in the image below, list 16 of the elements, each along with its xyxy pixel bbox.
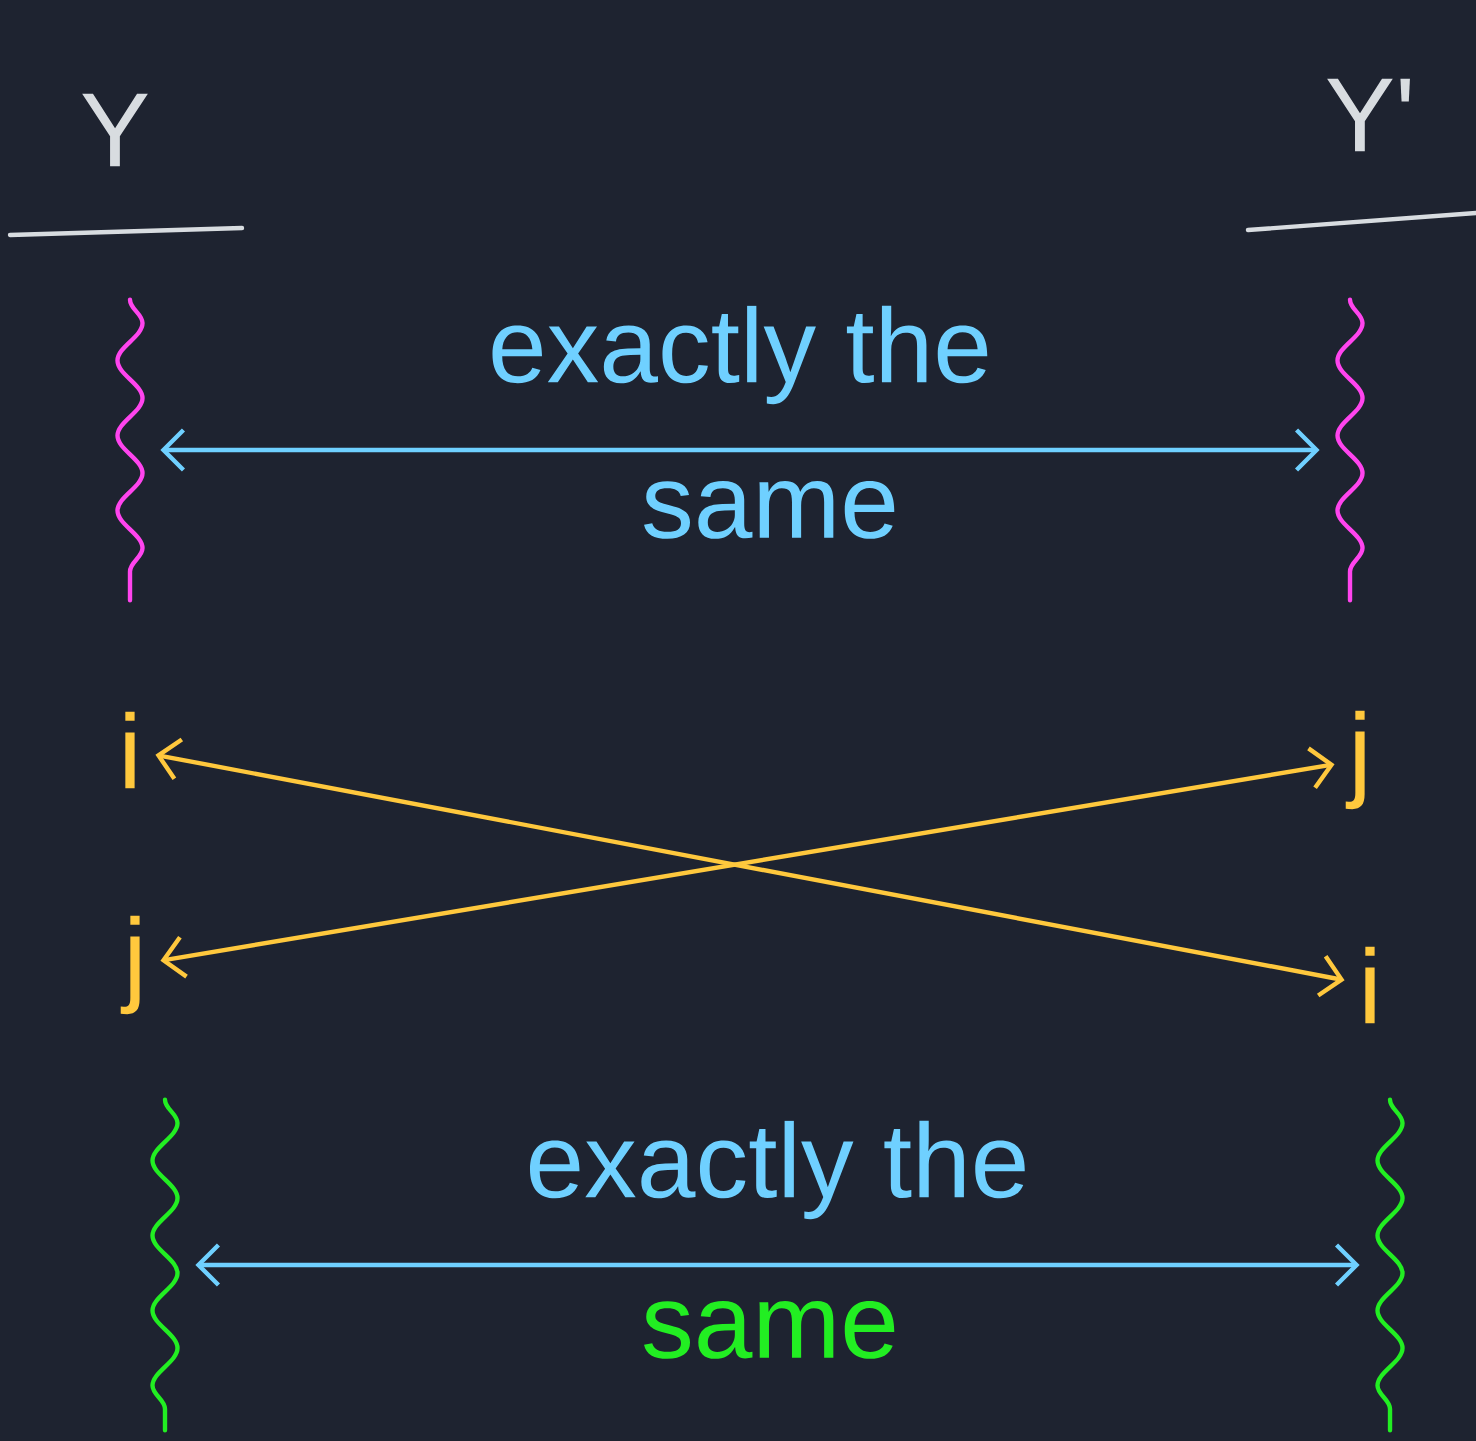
letter: i xyxy=(125,711,135,789)
double-arrow xyxy=(160,428,1320,472)
squiggle xyxy=(1335,297,1365,603)
squiggle xyxy=(1375,1097,1405,1433)
edge-label: exactly the xyxy=(530,1120,1025,1220)
double-arrow xyxy=(195,1243,1360,1287)
edge-label: exactly the xyxy=(492,305,988,405)
label: same xyxy=(644,481,895,539)
letter: j xyxy=(120,915,140,1015)
label: Y xyxy=(82,93,148,167)
label: same xyxy=(644,1301,895,1359)
squiggle xyxy=(115,297,145,603)
letter: i xyxy=(1365,946,1375,1024)
label: Y' xyxy=(1327,78,1410,152)
squiggle xyxy=(150,1097,180,1433)
letter: j xyxy=(1345,710,1365,810)
